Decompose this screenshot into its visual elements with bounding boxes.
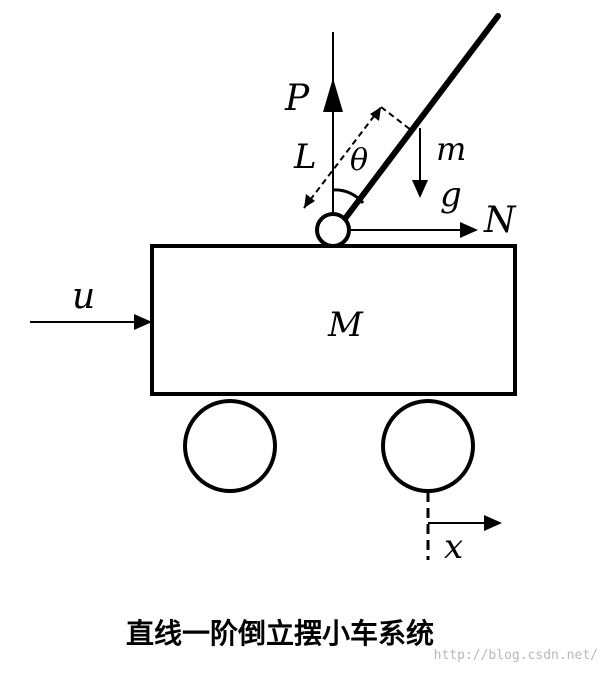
source-watermark: http://blog.csdn.net/ (433, 648, 598, 663)
pivot-joint (315, 212, 351, 248)
cart-wheel-left (183, 399, 277, 493)
cart-wheel-right (381, 399, 475, 493)
label-g: g (440, 175, 462, 215)
force-P-arrowhead (323, 78, 343, 112)
label-theta: θ (350, 143, 368, 178)
label-P: P (284, 78, 310, 119)
position-x-arrowhead (484, 515, 502, 531)
label-L: L (293, 137, 317, 177)
label-M: M (327, 305, 364, 345)
angle-theta-arc (332, 188, 365, 205)
label-m: m (436, 130, 466, 168)
label-x: x (444, 527, 463, 567)
length-L-dashed-line (303, 106, 382, 209)
length-L-arrowhead-top (370, 107, 381, 121)
length-L-arrowhead-bottom (304, 194, 315, 208)
force-N-arrowhead (460, 222, 478, 238)
label-u: u (72, 276, 95, 317)
force-u-arrowhead (134, 314, 152, 330)
label-N: N (483, 200, 517, 241)
diagram-caption: 直线一阶倒立摆小车系统 (125, 617, 434, 650)
length-L-extension-line (380, 106, 412, 131)
pendulum-rod (335, 13, 501, 231)
gravity-arrowhead (412, 180, 428, 198)
cart-body (150, 244, 517, 396)
